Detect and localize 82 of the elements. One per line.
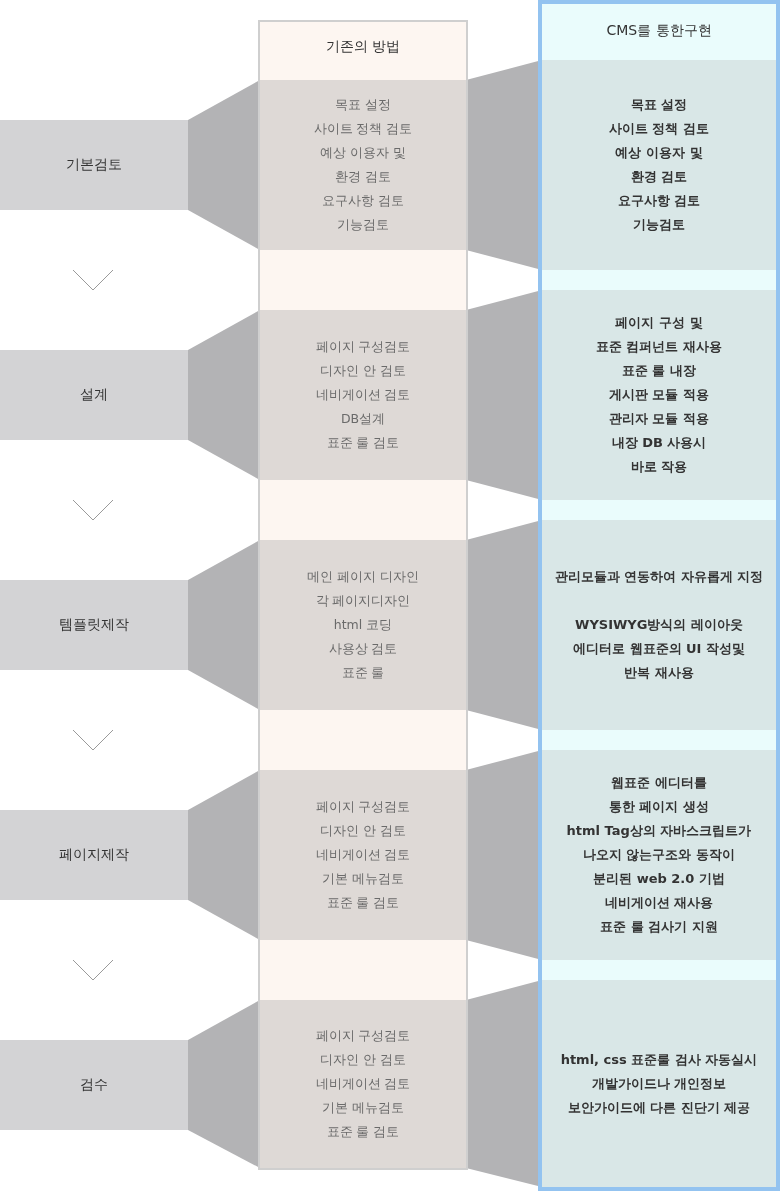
list-line: 네비게이션 검토	[315, 846, 411, 864]
list-line: 사이트 정책 검토	[608, 120, 710, 138]
list-line: 환경 검토	[630, 168, 688, 186]
list-line: 페이지 구성검토	[315, 338, 411, 356]
list-line: 디자인 안 검토	[320, 1051, 406, 1069]
funnel-connector	[188, 310, 260, 480]
list-line: html 코딩	[333, 616, 393, 634]
list-line: WYSIWYG방식의 레이아웃	[575, 616, 743, 634]
list-line: 기본 메뉴검토	[322, 870, 404, 888]
method-cell	[260, 540, 466, 710]
funnel-connector	[188, 770, 260, 940]
list-line: 분리된 web 2.0 기법	[593, 870, 725, 888]
list-line: 각 페이지디자인	[315, 592, 411, 610]
list-line: 게시판 모듈 적용	[608, 386, 710, 404]
column-heading: CMS를 통한구현	[605, 22, 713, 40]
list-line: 페이지 구성검토	[315, 798, 411, 816]
list-line: 개발가이드나 개인정보	[591, 1074, 727, 1093]
list-line: 페이지 구성 및	[615, 314, 703, 332]
stage-label: 기본검토	[66, 156, 122, 174]
list-line: 예상 이용자 및	[615, 144, 703, 162]
list-line: 바로 작용	[630, 458, 688, 476]
stage-label: 설계	[80, 386, 108, 404]
cms-cell	[542, 60, 776, 270]
list-line: 목표 설정	[630, 96, 688, 114]
method-cell	[260, 80, 466, 250]
list-line: 내장 DB 사용시	[611, 434, 707, 452]
list-line: html, css 표준룰 검사 자동실시	[560, 1050, 758, 1069]
list-line: 환경 검토	[335, 168, 391, 186]
list-line: 표준 컴퍼넌트 재사용	[595, 338, 723, 356]
list-line: 디자인 안 검토	[320, 822, 406, 840]
list-line: 메인 페이지 디자인	[307, 568, 419, 586]
stage-label: 페이지제작	[59, 846, 129, 864]
cms-cell	[542, 980, 776, 1187]
stage-label: 템플릿제작	[59, 616, 129, 634]
column-heading: 기존의 방법	[324, 38, 402, 56]
list-line: 표준 룰 검토	[326, 434, 400, 452]
list-line: 목표 설정	[335, 96, 391, 114]
list-line: 표준 룰 검토	[326, 1123, 400, 1141]
list-line: 사용상 검토	[328, 640, 398, 658]
list-line: 나오지 않는구조와 동작이	[582, 846, 736, 864]
stage-box	[0, 1040, 188, 1130]
funnel-connector	[188, 540, 260, 710]
list-line: 표준 룰	[341, 664, 385, 682]
method-cell	[260, 770, 466, 940]
list-line: 예상 이용자 및	[320, 144, 406, 162]
list-line: 요구사항 검토	[322, 192, 404, 210]
list-line: 디자인 안 검토	[320, 362, 406, 380]
list-line: 반복 재사용	[624, 664, 694, 682]
list-line: 관리모듈과 연동하여 자유롭게 지정	[554, 568, 764, 586]
method-cell	[260, 310, 466, 480]
stage-label: 검수	[80, 1076, 108, 1094]
list-line: 보안가이드에 다른 진단기 제공	[567, 1098, 751, 1117]
list-line: html Tag상의 자바스크립트가	[566, 822, 752, 840]
stage-box	[0, 580, 188, 670]
cms-cell	[542, 290, 776, 500]
list-line: 네비게이션 재사용	[604, 894, 714, 912]
list-line: 페이지 구성검토	[315, 1027, 411, 1045]
list-line: 웹표준 에디터를	[611, 774, 707, 792]
cms-cell	[542, 750, 776, 960]
list-line: 표준 룰 내장	[621, 362, 697, 380]
funnel-connector	[188, 80, 260, 250]
list-line: 관리자 모듈 적용	[608, 410, 710, 428]
list-line: DB설계	[340, 410, 386, 428]
stage-box	[0, 120, 188, 210]
list-line: 기능검토	[337, 216, 389, 234]
list-line: 에디터로 웹표준의 UI 작성및	[573, 640, 745, 658]
column-panel	[258, 20, 468, 1170]
stage-box	[0, 350, 188, 440]
list-line: 요구사항 검토	[617, 192, 701, 210]
method-cell	[260, 1000, 466, 1168]
list-line: 기본 메뉴검토	[322, 1099, 404, 1117]
list-line: 표준 룰 검토	[326, 894, 400, 912]
cms-cell	[542, 520, 776, 730]
column-panel	[538, 0, 780, 1191]
list-line: 통한 페이지 생성	[608, 798, 710, 816]
list-line: 네비게이션 검토	[315, 386, 411, 404]
list-line: 기능검토	[633, 216, 685, 234]
list-line: 표준 룰 검사기 지원	[600, 918, 718, 936]
stage-box	[0, 810, 188, 900]
list-line: 네비게이션 검토	[315, 1075, 411, 1093]
list-line: 사이트 정책 검토	[313, 120, 413, 138]
funnel-connector	[188, 1000, 260, 1168]
